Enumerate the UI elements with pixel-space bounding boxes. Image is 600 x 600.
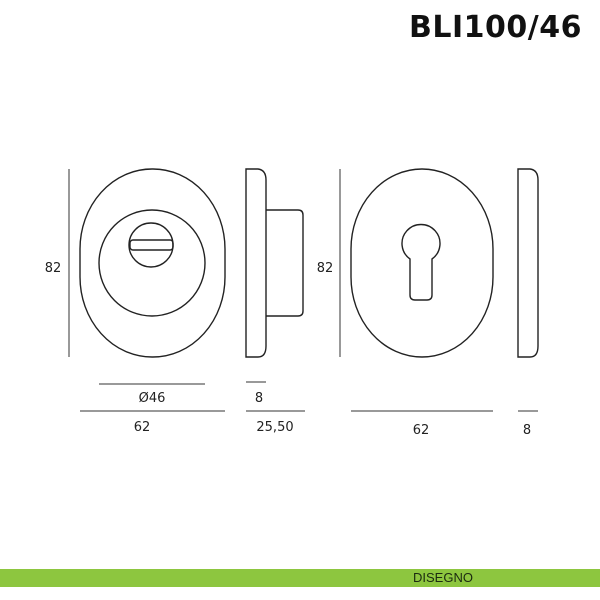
- diameter-label: Ø46: [139, 391, 166, 406]
- height-label-1: 82: [45, 261, 62, 276]
- plate-label-1: 8: [255, 391, 263, 406]
- width-label-2: 62: [413, 423, 430, 438]
- front-view-escutcheon: [350, 168, 494, 358]
- side-view-escutcheon: [517, 168, 539, 358]
- side-view-security-plate: [245, 168, 304, 358]
- front-view-security-plate: [79, 168, 226, 358]
- footer-bar: DISEGNO: [0, 569, 600, 587]
- depth-label: 25,50: [256, 420, 293, 435]
- footer-label: DISEGNO: [413, 570, 473, 585]
- product-code-title: BLI100/46: [409, 10, 582, 45]
- width-label-1: 62: [134, 420, 151, 435]
- plate-label-2: 8: [523, 423, 531, 438]
- height-label-2: 82: [317, 261, 334, 276]
